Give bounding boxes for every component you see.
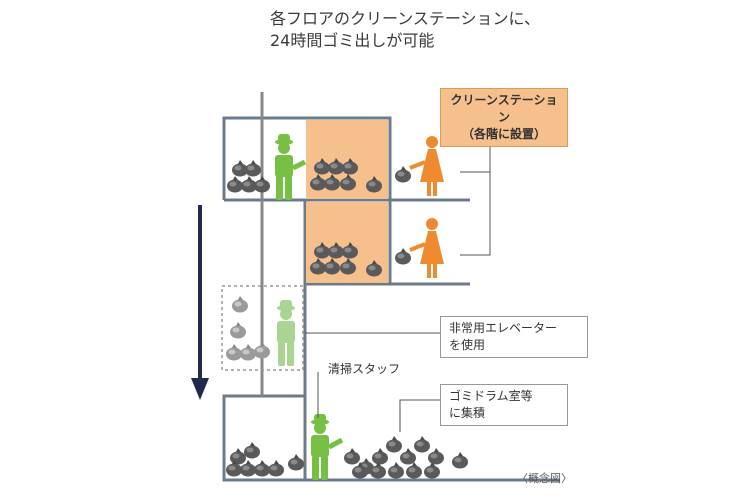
cleaning-staff-label: 清掃スタッフ: [328, 362, 401, 376]
title-line-1: 各フロアのクリーンステーションに、: [270, 9, 541, 28]
garbage-bags-collected-pile: [344, 436, 468, 479]
emergency-elevator-callout: 非常用エレベーター を使用: [440, 316, 588, 358]
elevator-label-line2: を使用: [449, 338, 486, 352]
diagram-title: 各フロアのクリーンステーションに、 24時間ゴミ出しが可能: [270, 8, 540, 52]
down-arrow-icon: [191, 205, 209, 400]
clean-station-callout: クリーンステーション （各階に設置）: [440, 88, 568, 147]
building-frame: [222, 116, 560, 482]
garbage-bags-bottom-room: [226, 442, 304, 477]
resident-bag-top: [395, 166, 411, 183]
station-label-line2: （各階に設置）: [461, 127, 546, 141]
drum-label-line1: ゴミドラム室等: [449, 389, 533, 403]
concept-diagram-note: 〈概念図〉: [517, 472, 572, 485]
resident-bag-second: [395, 248, 411, 265]
title-line-2: 24時間ゴミ出しが可能: [270, 31, 435, 50]
station-label-line1: クリーンステーション: [450, 93, 558, 124]
garbage-drum-room-callout: ゴミドラム室等 に集積: [440, 384, 568, 426]
cleaning-staff-elevator: [277, 300, 295, 366]
cleaning-staff-top: [275, 134, 293, 200]
elevator-label-line1: 非常用エレベーター: [449, 321, 558, 335]
cleaning-staff-bottom: [311, 414, 329, 480]
emergency-elevator-car: [221, 285, 304, 371]
resident-second-floor: [420, 218, 444, 278]
garbage-bags-top-left: [227, 160, 270, 193]
leader-lines: [305, 138, 491, 432]
drum-label-line2: に集積: [449, 406, 486, 420]
